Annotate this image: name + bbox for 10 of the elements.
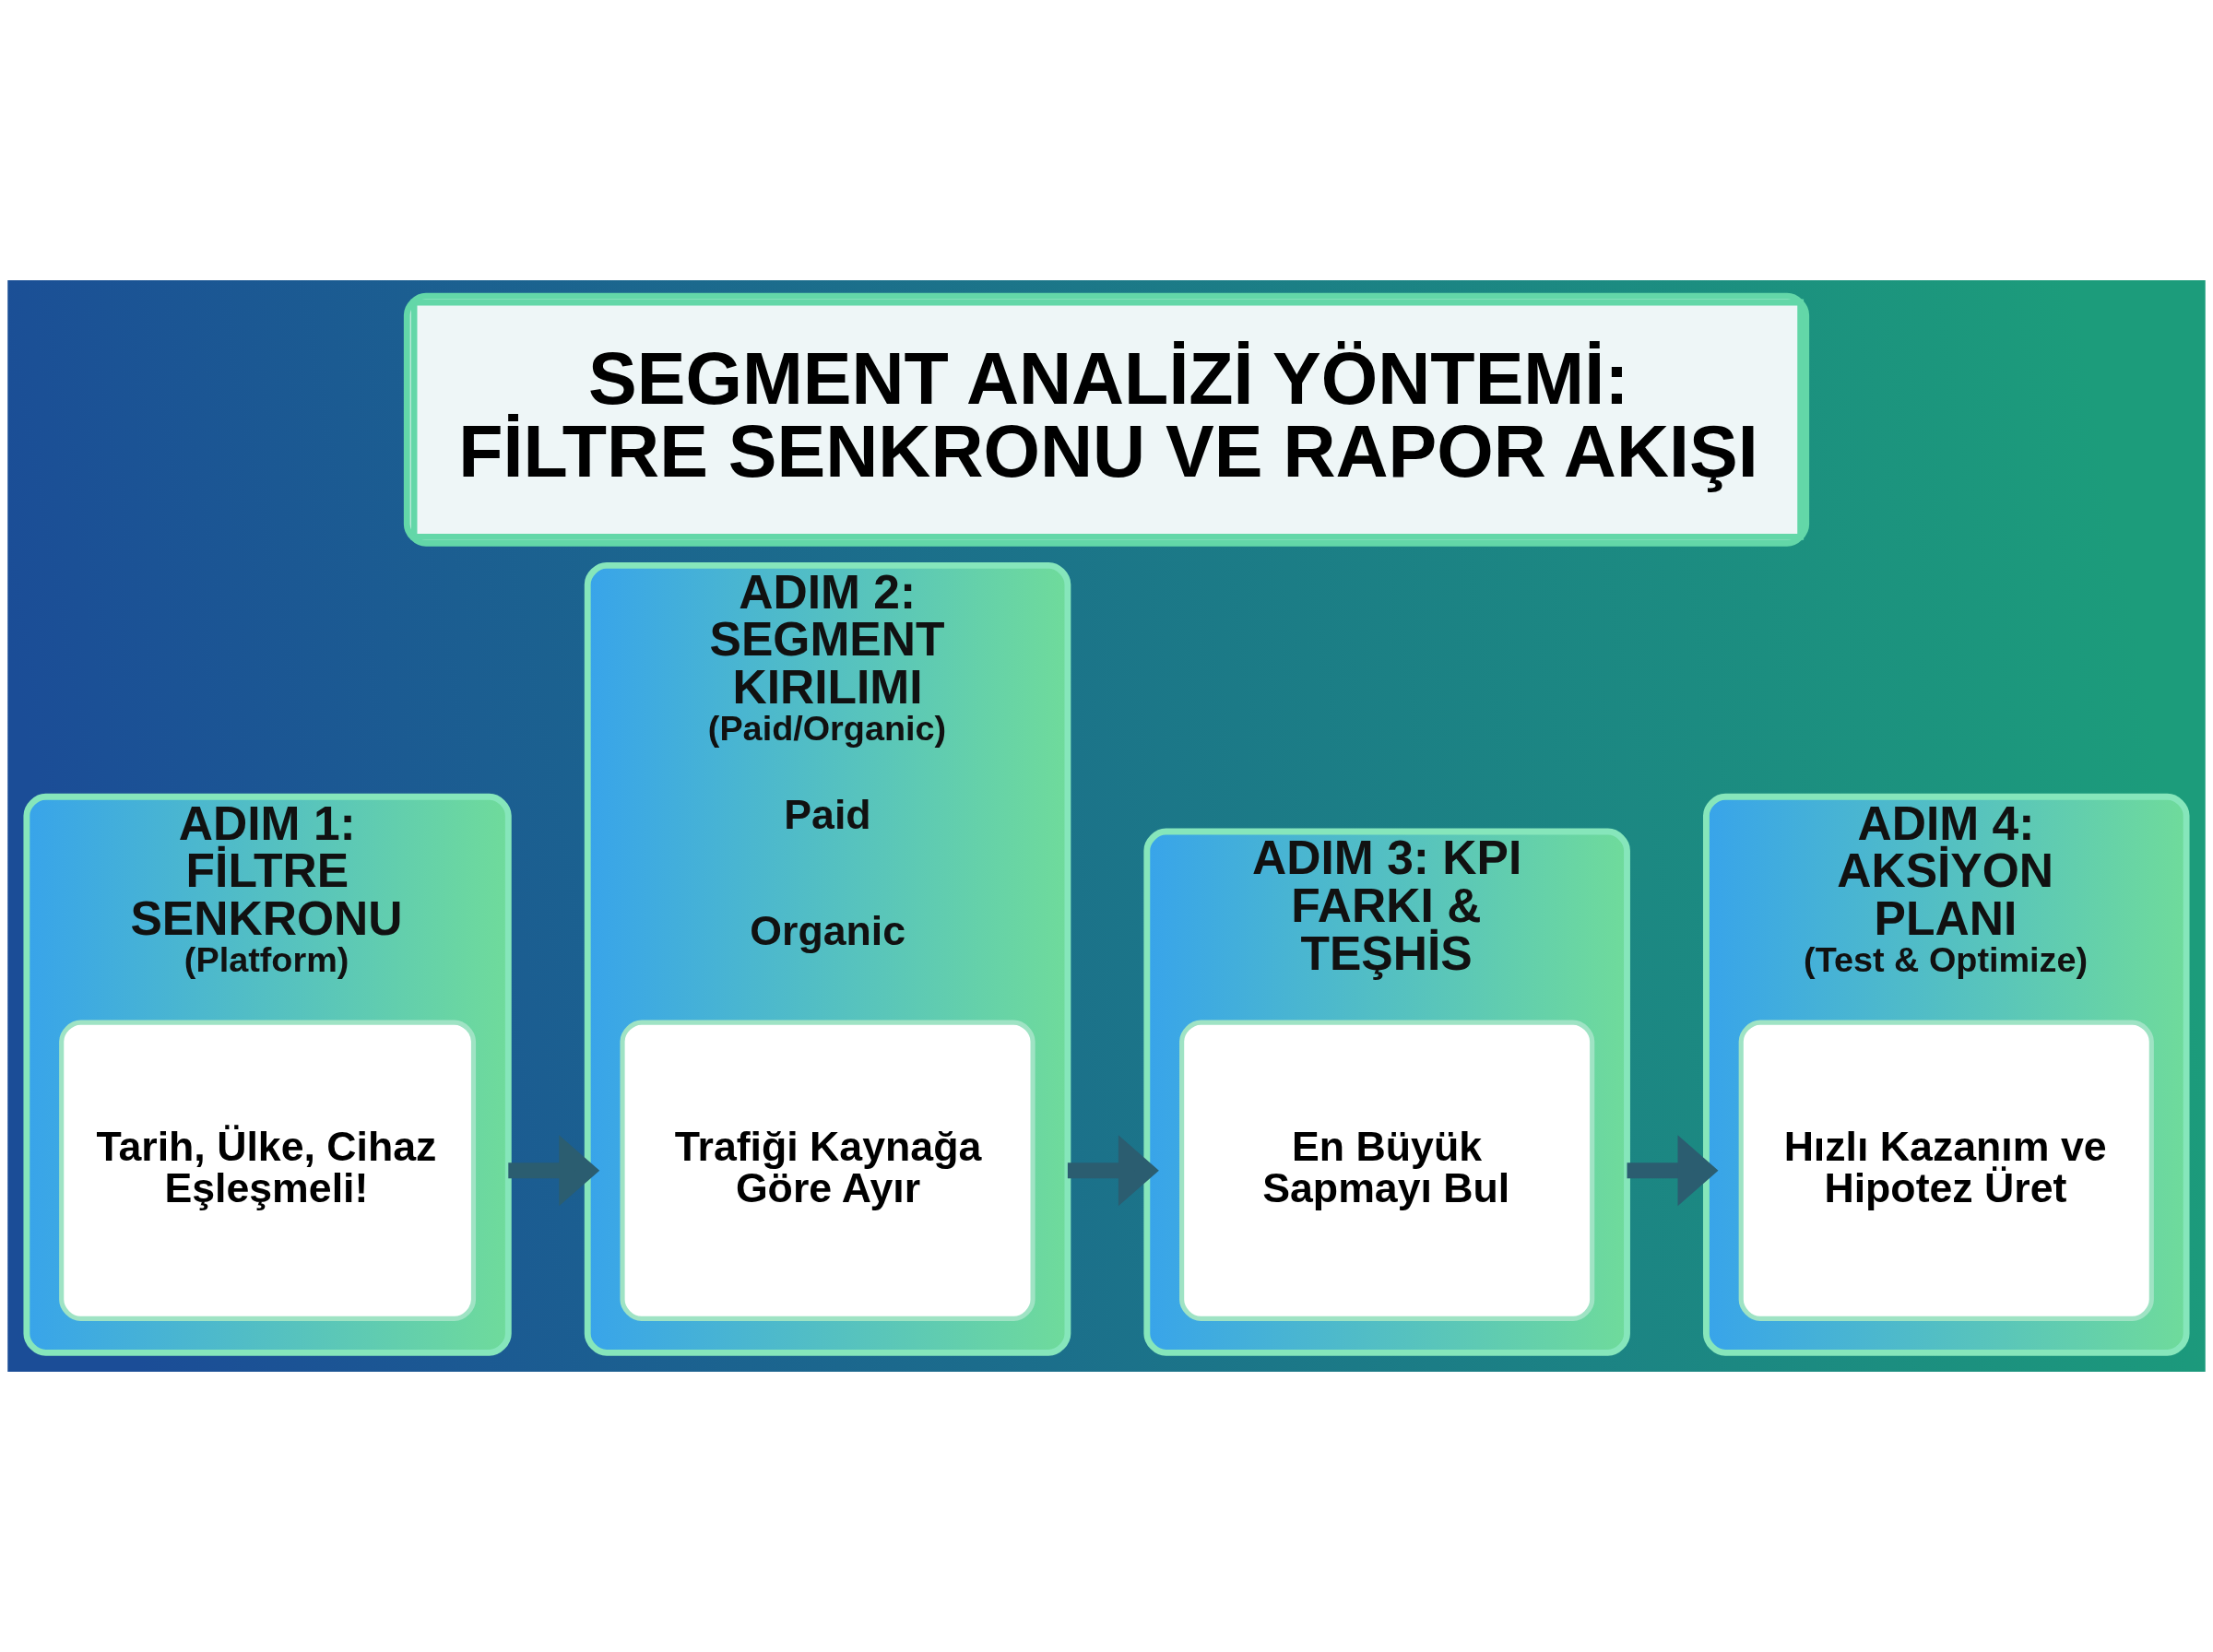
arrow xyxy=(508,1135,600,1207)
node-box: Trafiği Kaynağa Göre Ayır xyxy=(620,1020,1035,1321)
node-box: En Büyük Sapmayı Bul xyxy=(1179,1020,1595,1321)
diagram-title: SEGMENT ANALİZİ YÖNTEMİ: FİLTRE SENKRONU VE RAPOR AKIŞI xyxy=(458,336,1758,492)
arrow xyxy=(1627,1135,1719,1207)
label: Organic xyxy=(750,907,906,953)
node-box: Hızlı Kazanım ve Hipotez Üret xyxy=(1738,1020,2154,1321)
arrow xyxy=(1067,1135,1159,1207)
label: Paid xyxy=(784,792,871,838)
node-box: Tarih, Ülke, Cihaz Eşleşmeli! xyxy=(59,1020,477,1321)
